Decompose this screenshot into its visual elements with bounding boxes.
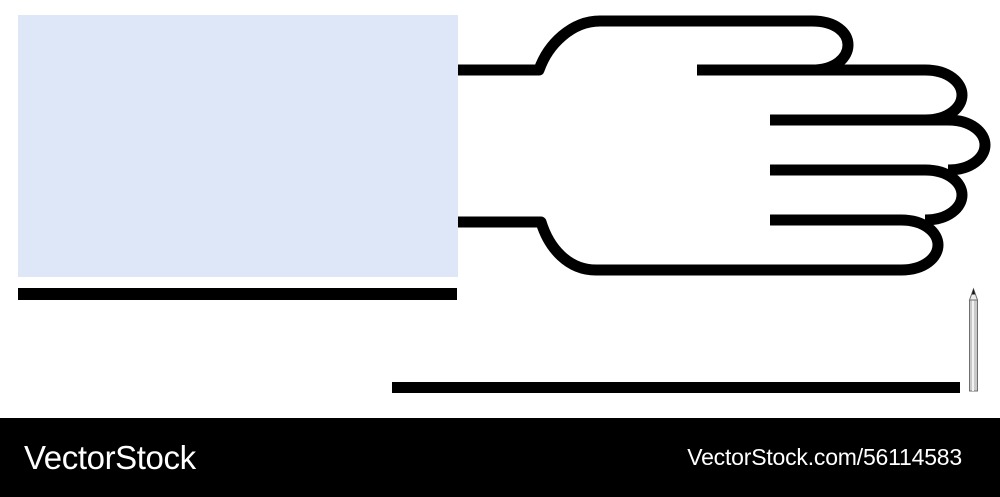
hand-outline-group (458, 15, 991, 276)
pencil-graphite-tip (971, 288, 976, 295)
hand-finger-2-path (697, 64, 968, 126)
vectorstock-credit-url: VectorStock.com/56114583 (687, 444, 962, 470)
upper-black-rule (18, 288, 457, 300)
blue-placeholder-rectangle (18, 15, 458, 277)
lower-black-rule (392, 382, 960, 393)
vectorstock-watermark-bar: VectorStock VectorStock.com/56114583 (0, 418, 1000, 497)
pencil-group (968, 287, 979, 392)
hand-illustration (18, 15, 991, 393)
vectorstock-brand-wordmark: VectorStock (24, 439, 196, 476)
hand-finger-3-path (770, 114, 991, 176)
hand-palm-and-top-finger-path (458, 15, 854, 76)
hand-finger-5-and-bottom-path (458, 214, 944, 276)
artwork-area (18, 15, 991, 393)
hand-finger-4-path (770, 164, 968, 226)
pencil-body-highlight (972, 300, 974, 391)
